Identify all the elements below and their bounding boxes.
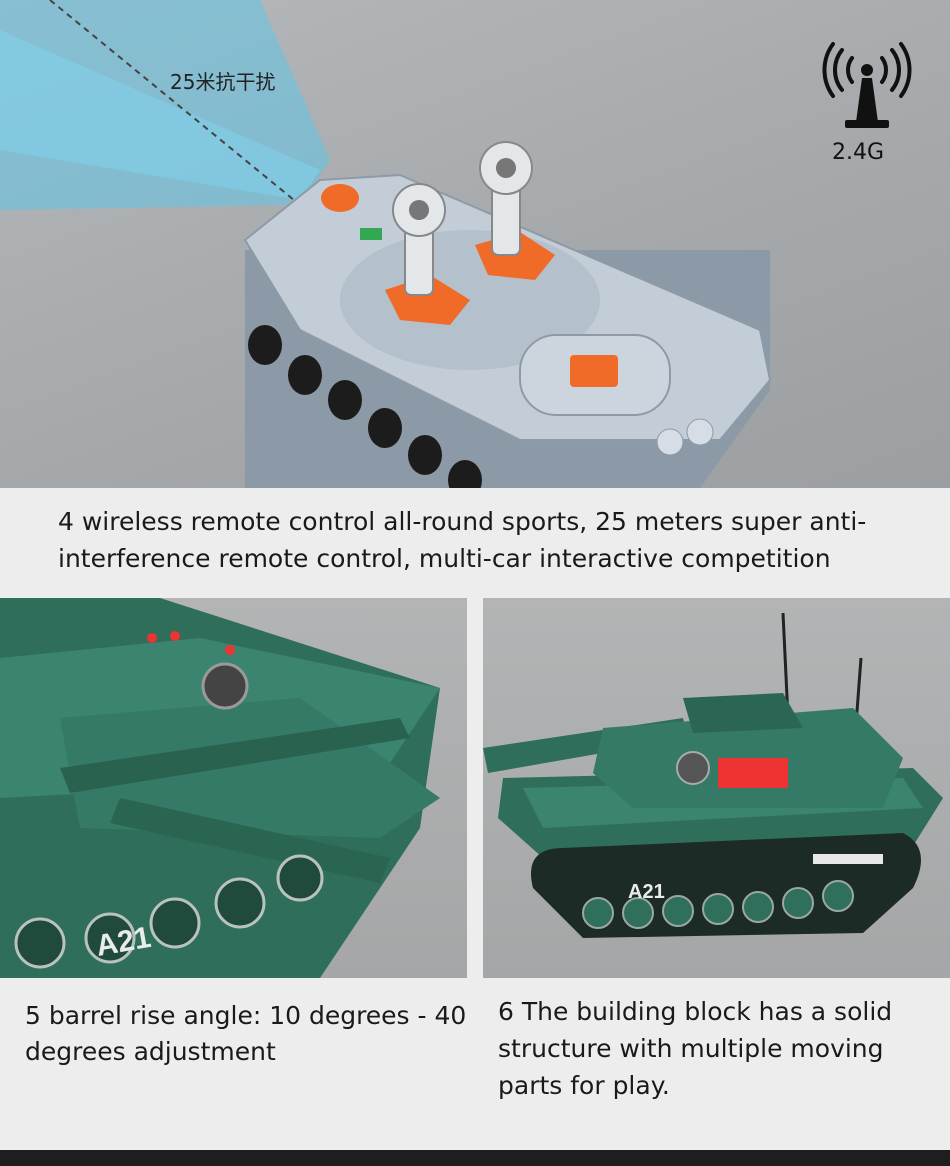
range-dashed-line <box>49 0 301 206</box>
wireless-signal-icon <box>822 42 912 128</box>
footer-bar <box>0 1150 950 1166</box>
receiver-illustration <box>0 0 912 488</box>
structure-caption: 6 The building block has a solid structu… <box>498 997 893 1100</box>
range-label: 25米抗干扰 <box>170 70 276 94</box>
barrel-caption: 5 barrel rise angle: 10 degrees - 40 deg… <box>25 1001 467 1066</box>
hero-section: 25米抗干扰 2.4G <box>0 0 950 488</box>
tank-full-photo: A21 <box>483 598 950 978</box>
tank-full-illustration: A21 <box>483 612 943 938</box>
wireless-caption: 4 wireless remote control all-round spor… <box>58 507 867 573</box>
hull-marking-right: A21 <box>628 881 665 903</box>
power-button <box>321 184 359 212</box>
tank-closeup-photo: A21 <box>0 598 467 978</box>
signal-label: 2.4G <box>832 140 885 165</box>
channel-switch <box>570 355 618 387</box>
receiver-side-holes <box>248 325 482 488</box>
tank-closeup-illustration: A21 <box>0 598 440 978</box>
